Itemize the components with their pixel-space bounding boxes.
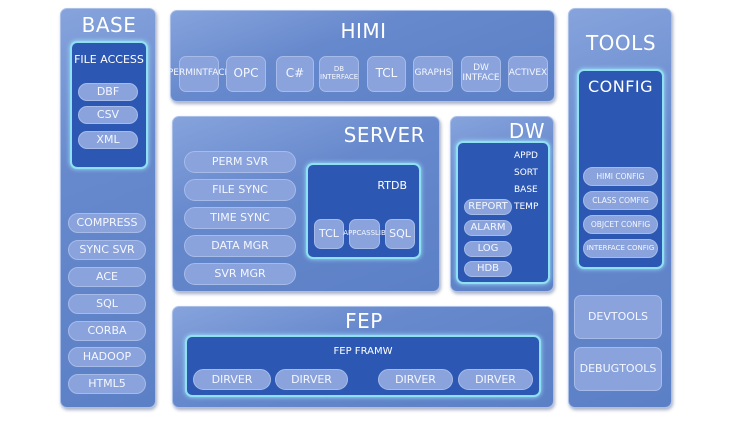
- base-item[interactable]: HTML5: [68, 374, 146, 394]
- dw-label: TEMP: [514, 202, 539, 212]
- himi-item[interactable]: C#: [276, 56, 314, 92]
- label: INTFACE: [192, 68, 231, 79]
- dw-box: APPD SORT BASE TEMP REPORT ALARM LOG HDB: [456, 141, 550, 284]
- config-title: CONFIG: [587, 77, 654, 96]
- rtdb-title: RTDB: [377, 179, 407, 192]
- label: TOOLS: [610, 309, 649, 323]
- himi-title: HIMI: [340, 19, 387, 43]
- himi-item[interactable]: GRAPHS: [413, 56, 453, 92]
- server-item[interactable]: PERM SVR: [184, 151, 296, 173]
- base-item[interactable]: HADOOP: [68, 347, 146, 367]
- dw-panel: DW APPD SORT BASE TEMP REPORT ALARM LOG …: [450, 116, 554, 292]
- fep-panel: FEP FEP FRAMW DIRVER DIRVER DIRVER DIRVE…: [172, 306, 554, 408]
- tools-title: TOOLS: [585, 31, 657, 55]
- label: DW: [473, 63, 489, 73]
- fep-framework-box: FEP FRAMW DIRVER DIRVER DIRVER DIRVER: [185, 335, 541, 397]
- config-box: CONFIG HIMI CONFIG CLASS COMFIG OBJCET C…: [577, 69, 664, 269]
- file-access-item[interactable]: XML: [78, 131, 138, 149]
- file-access-title: FILE ACCESS: [74, 53, 144, 66]
- dw-item[interactable]: LOG: [464, 241, 512, 257]
- file-access-item[interactable]: CSV: [78, 106, 138, 124]
- fep-title: FEP: [345, 309, 383, 333]
- label: TCL: [319, 226, 339, 240]
- config-item[interactable]: CLASS COMFIG: [583, 191, 658, 210]
- tools-panel: TOOLS CONFIG HIMI CONFIG CLASS COMFIG OB…: [568, 8, 672, 408]
- himi-item[interactable]: TCL: [367, 56, 406, 92]
- server-item[interactable]: SVR MGR: [184, 263, 296, 285]
- config-item[interactable]: INTERFACE CONFIG: [583, 239, 658, 258]
- driver-item[interactable]: DIRVER: [275, 369, 348, 390]
- himi-item[interactable]: ACTIVEX: [508, 56, 548, 92]
- label: TOOLS: [619, 361, 657, 375]
- base-item[interactable]: COMPRESS: [68, 213, 146, 233]
- label: DEBUG: [579, 361, 620, 375]
- label: C#: [285, 66, 305, 81]
- label: CASSLIB: [356, 229, 386, 238]
- label: OPC: [233, 66, 259, 81]
- server-item[interactable]: TIME SYNC: [184, 207, 296, 229]
- base-panel: BASE FILE ACCESS DBF CSV XML COMPRESS SY…: [60, 8, 156, 408]
- dw-label: APPD: [514, 151, 538, 161]
- dw-label: SORT: [514, 168, 538, 178]
- file-access-item[interactable]: DBF: [78, 83, 138, 101]
- fep-framework-title: FEP FRAMW: [333, 346, 393, 357]
- rtdb-item[interactable]: TCL: [314, 219, 344, 249]
- label: ACTIVEX: [508, 68, 548, 79]
- base-item[interactable]: ACE: [68, 267, 146, 287]
- label: APP: [343, 229, 357, 238]
- label: TCL: [375, 66, 398, 81]
- base-item[interactable]: CORBA: [68, 321, 146, 341]
- label: INTERFACE: [320, 72, 359, 81]
- driver-item[interactable]: DIRVER: [193, 369, 271, 390]
- driver-item[interactable]: DIRVER: [458, 369, 533, 390]
- base-item[interactable]: SQL: [68, 294, 146, 314]
- server-item[interactable]: DATA MGR: [184, 235, 296, 257]
- server-panel: SERVER PERM SVR FILE SYNC TIME SYNC DATA…: [172, 116, 440, 292]
- config-item[interactable]: OBJCET CONFIG: [583, 215, 658, 234]
- dw-label: BASE: [514, 185, 538, 195]
- rtdb-item[interactable]: SQL: [385, 219, 415, 249]
- label: INTFACE: [462, 72, 500, 83]
- base-item[interactable]: SYNC SVR: [68, 240, 146, 260]
- config-item[interactable]: HIMI CONFIG: [583, 167, 658, 186]
- dw-title: DW: [508, 119, 545, 143]
- file-access-box: FILE ACCESS DBF CSV XML: [70, 41, 148, 169]
- dw-item[interactable]: REPORT: [464, 199, 512, 215]
- himi-item[interactable]: OPC: [226, 56, 266, 92]
- base-title: BASE: [81, 13, 137, 37]
- server-item[interactable]: FILE SYNC: [184, 179, 296, 201]
- label: PERM: [167, 68, 193, 79]
- label: SQL: [389, 226, 411, 240]
- server-title: SERVER: [343, 123, 425, 147]
- dw-item[interactable]: HDB: [464, 261, 512, 277]
- label: DEV: [587, 309, 611, 323]
- driver-item[interactable]: DIRVER: [378, 369, 453, 390]
- dw-item[interactable]: ALARM: [464, 220, 512, 236]
- label: GRAPHS: [414, 68, 452, 79]
- label: DB: [333, 65, 345, 73]
